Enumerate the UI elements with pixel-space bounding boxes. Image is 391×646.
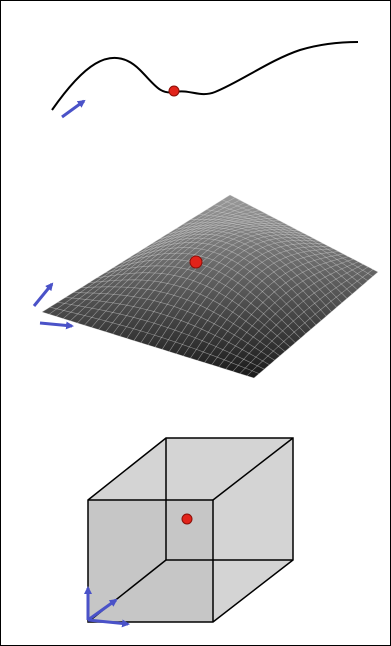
mesh-line-v xyxy=(204,253,344,363)
mesh-line-v xyxy=(140,229,300,343)
mesh-line-v xyxy=(41,194,231,313)
mesh-line-v xyxy=(183,246,329,357)
mesh-line-v xyxy=(48,197,236,315)
mesh-line-v xyxy=(246,269,374,377)
mesh-line-v xyxy=(126,225,290,339)
mesh-line-v xyxy=(63,202,245,319)
cube-point xyxy=(181,513,193,525)
mesh-line-v xyxy=(84,210,260,326)
surface-mesh xyxy=(41,194,379,379)
mesh-line-v xyxy=(176,243,324,354)
mesh-line-v xyxy=(98,215,270,330)
curve-line xyxy=(51,41,359,111)
cube-edges xyxy=(87,437,294,623)
mesh-line-v xyxy=(190,248,334,359)
cube-arrow-z xyxy=(87,598,118,622)
cube-right-face xyxy=(213,438,293,622)
mesh-line-v xyxy=(161,237,314,350)
mesh-line-v xyxy=(211,256,349,365)
mesh-line-v xyxy=(253,271,379,379)
mesh-line-v xyxy=(91,212,265,328)
mesh-line-v xyxy=(112,220,280,335)
mesh-line-v xyxy=(168,240,319,352)
mesh-line-v xyxy=(133,227,295,341)
mesh-line-v xyxy=(70,205,250,322)
surface-arrow-u xyxy=(39,321,74,330)
mesh-line-v xyxy=(197,251,339,361)
curve-tangent-arrow xyxy=(61,99,86,119)
cube-top-face xyxy=(88,438,293,500)
mesh-line-v xyxy=(225,261,359,370)
cube-arrow-x xyxy=(87,618,130,628)
mesh-line-v xyxy=(154,234,309,348)
surface-panel xyxy=(32,194,379,379)
mesh-line-v xyxy=(55,199,241,317)
curve-point xyxy=(168,85,180,97)
mesh-line-v xyxy=(147,231,305,346)
mesh-line-v xyxy=(232,264,364,372)
surface-point xyxy=(189,255,203,269)
surface-arrow-v xyxy=(32,282,54,307)
volume-panel xyxy=(84,437,294,628)
curve-panel xyxy=(51,41,359,119)
mesh-line-v xyxy=(218,258,354,368)
mesh-line-v xyxy=(119,222,285,337)
mesh-line-v xyxy=(105,217,275,332)
cube-front-face xyxy=(88,500,213,622)
mesh-line-v xyxy=(77,207,255,324)
mesh-line-v xyxy=(239,266,369,374)
